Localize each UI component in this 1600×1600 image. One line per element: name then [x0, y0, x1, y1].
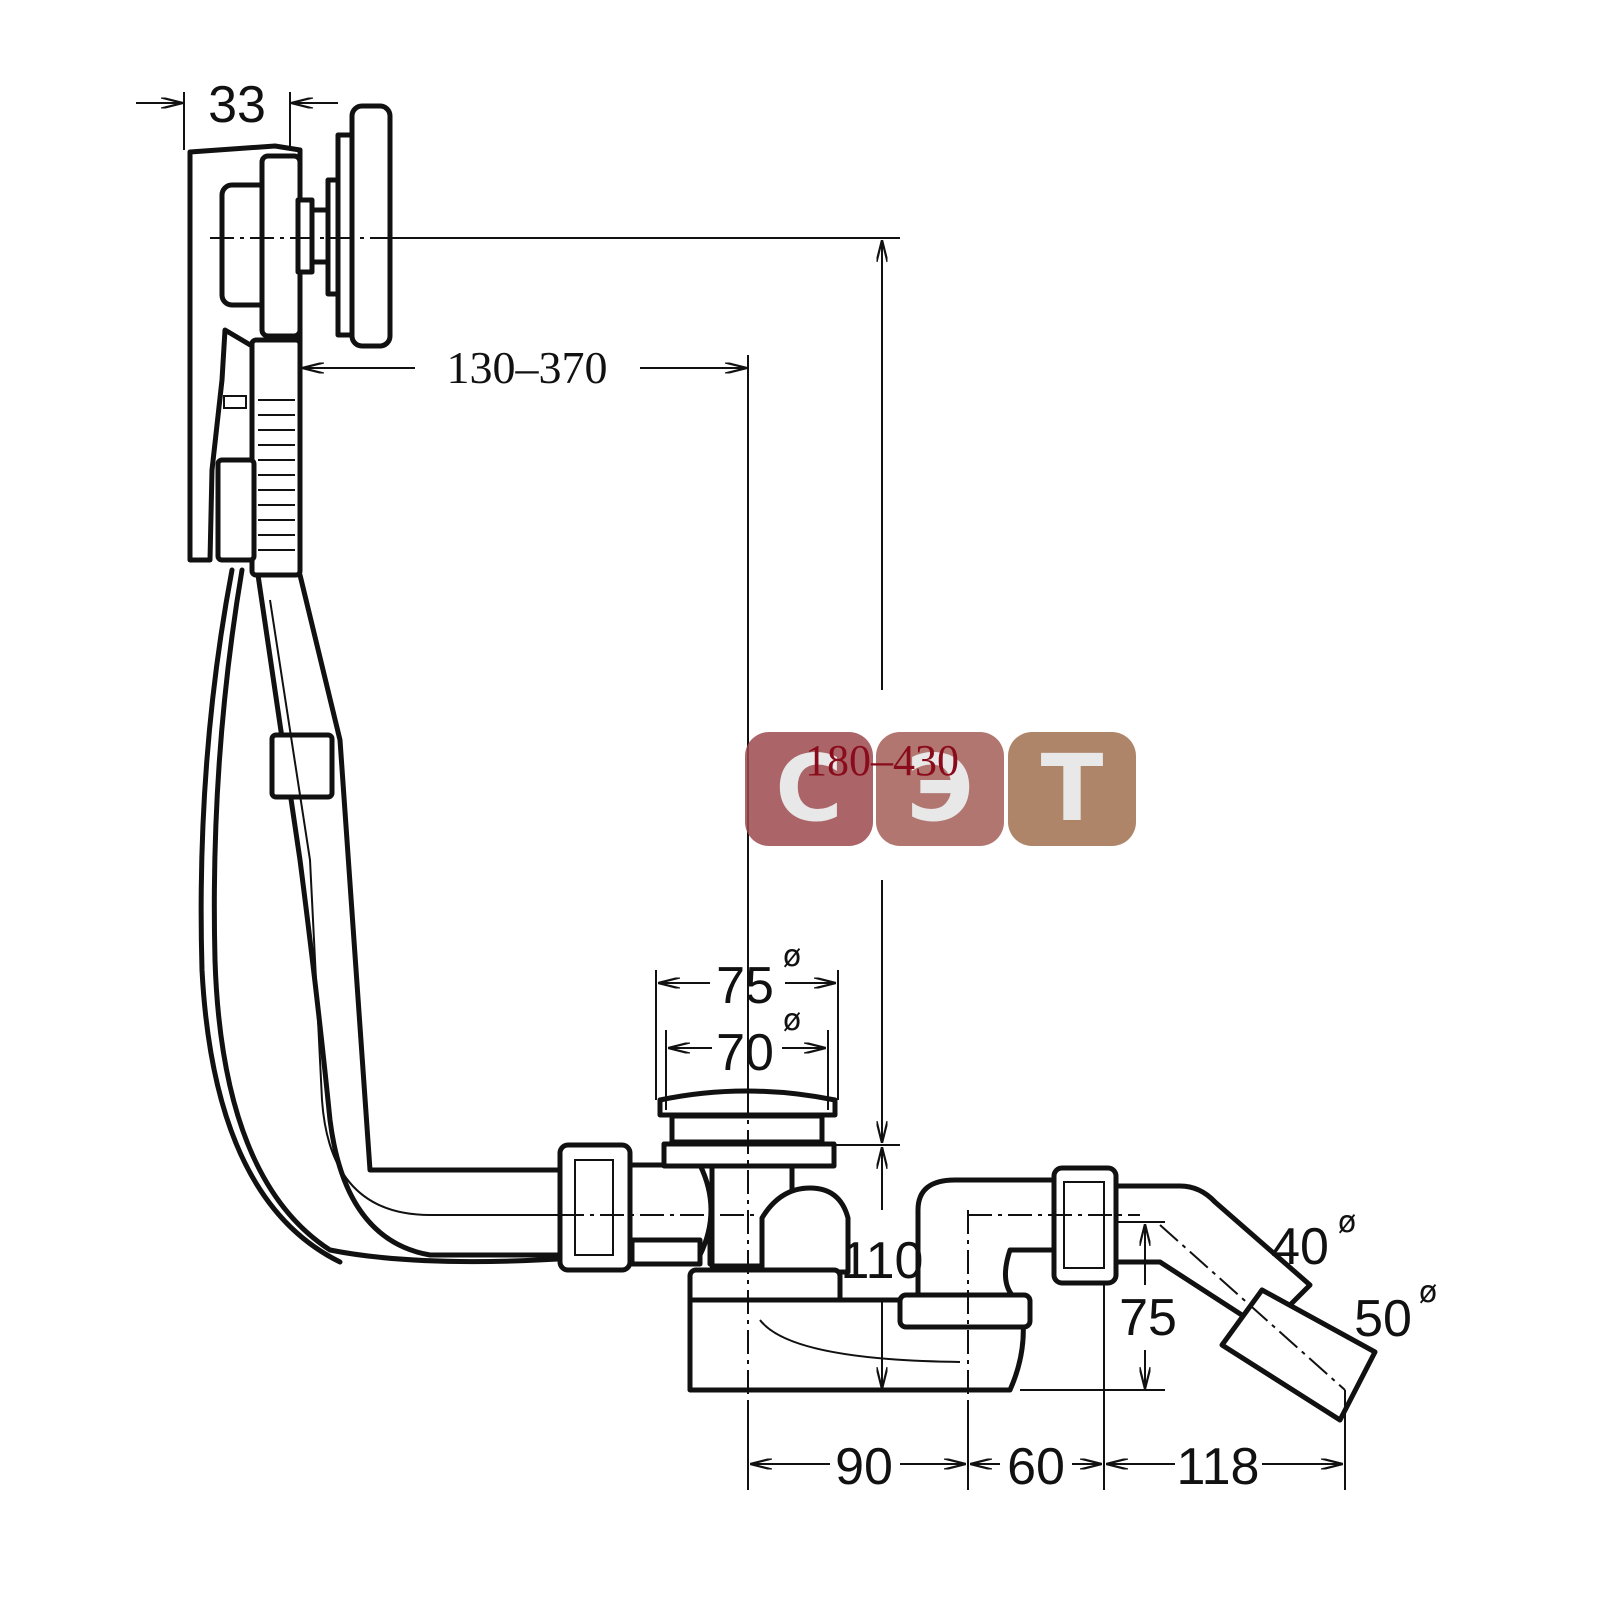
hose-grip-ribs: [215, 395, 295, 563]
dim-overflow-reach: 130–370: [447, 342, 608, 393]
watermark-letter-2: Э: [906, 735, 974, 842]
dim-trap-height: 110: [841, 1232, 924, 1290]
dim-overflow-height: 180–430: [805, 736, 959, 785]
dim-plug-outer-dia-symbol: ø: [783, 939, 801, 974]
dimension-arrows: [136, 103, 1342, 1464]
watermark-box-2: [876, 732, 1004, 846]
watermark-logo: С Э Т: [745, 732, 1136, 846]
watermark-letter-1: С: [775, 735, 843, 842]
dim-plug-outer-dia: 75: [716, 957, 774, 1015]
extension-lines: [183, 92, 1346, 1490]
dim-offset-c: 118: [1177, 1438, 1260, 1496]
dim-offset-b: 60: [1007, 1438, 1065, 1496]
dim-outlet-dia-outer-symbol: ø: [1419, 1275, 1437, 1310]
dim-outlet-dia-inner-symbol: ø: [1338, 1205, 1356, 1240]
dim-overflow-width: 33: [208, 76, 266, 134]
dim-offset-a: 90: [835, 1438, 893, 1496]
watermark-letter-3: Т: [1041, 735, 1104, 842]
dim-plug-inner-dia-symbol: ø: [783, 1003, 801, 1038]
waste-valve-body: [557, 1088, 1378, 1423]
watermark-box-3: [1008, 732, 1136, 846]
overflow-pipe: [198, 567, 578, 1265]
dim-outlet-height: 75: [1119, 1289, 1177, 1347]
watermark-box-1: [745, 732, 873, 846]
center-lines: [210, 237, 1346, 1400]
dim-outlet-dia-inner: 40: [1271, 1218, 1329, 1276]
overflow-head: [187, 103, 393, 578]
dim-outlet-dia-outer: 50: [1354, 1290, 1412, 1348]
dim-plug-inner-dia: 70: [716, 1024, 774, 1082]
